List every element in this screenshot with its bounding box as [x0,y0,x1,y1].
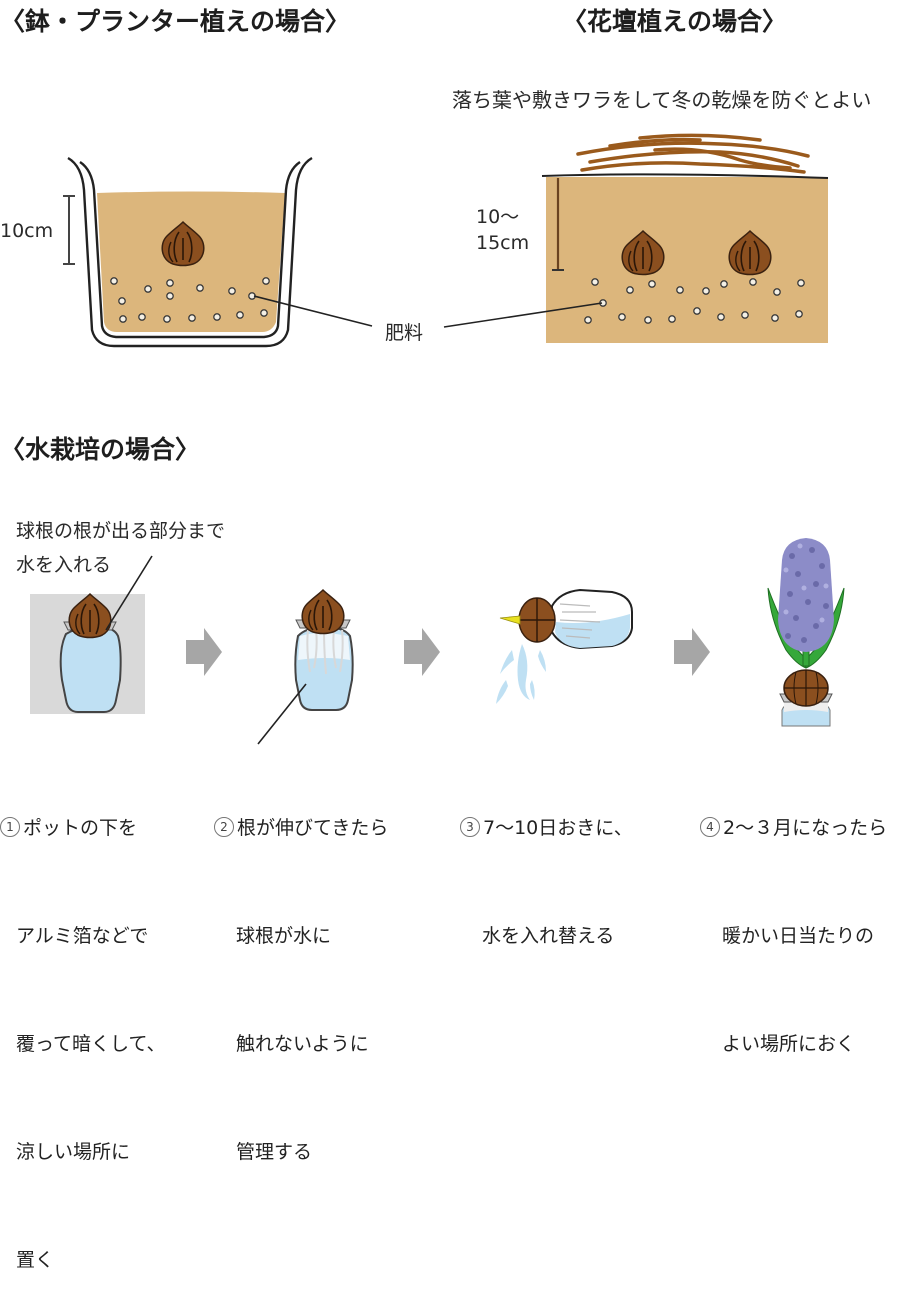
flowerbed-illustration [443,133,829,343]
step-number-badge: 2 [214,817,234,837]
hydroponics-section-heading: 〈水栽培の場合〉 [0,435,201,464]
step-1-line: アルミ箔などで [16,925,149,947]
step-1-line: 覆って暗くして、 [16,1033,166,1055]
step-1-line: 置く [16,1249,55,1271]
step-1-line: ポットの下を [23,817,138,839]
step-4-line: よい場所におく [722,1033,856,1055]
step-3-line: 水を入れ替える [482,925,615,947]
pot-section-heading: 〈鉢・プランター植えの場合〉 [0,7,351,36]
step2-illustration [257,589,354,745]
step-2-line: 触れないように [236,1033,369,1055]
right-arrow-icon-3 [674,628,710,676]
step-number-badge: 4 [700,817,720,837]
water-note-leader [105,555,153,631]
sprout-icon [499,615,521,625]
pot-fertilizer-leader [253,295,373,327]
step1-vase [59,627,122,713]
flowerbed-section-heading: 〈花壇植えの場合〉 [562,7,788,36]
flowerbed-soil [546,177,828,343]
mulch-straw [576,133,810,174]
ground-line [541,173,829,179]
mulch-note: 落ち葉や敷きワラをして冬の乾燥を防ぐとよい [452,88,872,112]
water-note-line2: 水を入れる [16,554,112,576]
step-number-badge: 1 [0,817,20,837]
flowerbed-depth-label-line1: 10〜 [476,206,520,228]
step-2-line: 球根が水に [236,925,332,947]
step1-illustration [30,555,153,714]
pot-depth-label: 10cm [0,220,54,242]
pot-illustration [63,156,373,348]
flowerbed-fertilizer-leader [443,302,603,328]
step-1-line: 涼しい場所に [16,1141,131,1163]
step-arrows [186,628,710,676]
roots [306,629,344,675]
hyacinth-flower-icon [778,538,834,652]
water-splash [496,644,546,704]
step-4-line: 2〜３月になったら [723,817,888,839]
right-arrow-icon-2 [404,628,440,676]
flowerbed-depth-label-line2: 15cm [476,232,530,254]
step2-bulb-icon [301,589,345,635]
leaves-icon [767,587,845,669]
pot-inner-wall [79,161,301,339]
step-2-line: 管理する [236,1141,313,1163]
step3-illustration [496,588,633,704]
right-arrow-icon-1 [186,628,222,676]
step-2-line: 根が伸びてきたら [237,817,389,839]
illustrations [30,133,845,745]
fertilizer-label: 肥料 [385,322,424,344]
water-note-line1: 球根の根が出る部分まで [16,520,226,542]
pot-outer-wall [67,156,313,348]
step2-leader [257,683,307,745]
step-number-badge: 3 [460,817,480,837]
step-3-line: 7〜10日おきに、 [483,817,633,839]
step-4-line: 暖かい日当たりの [722,925,875,947]
step4-illustration [767,538,845,727]
